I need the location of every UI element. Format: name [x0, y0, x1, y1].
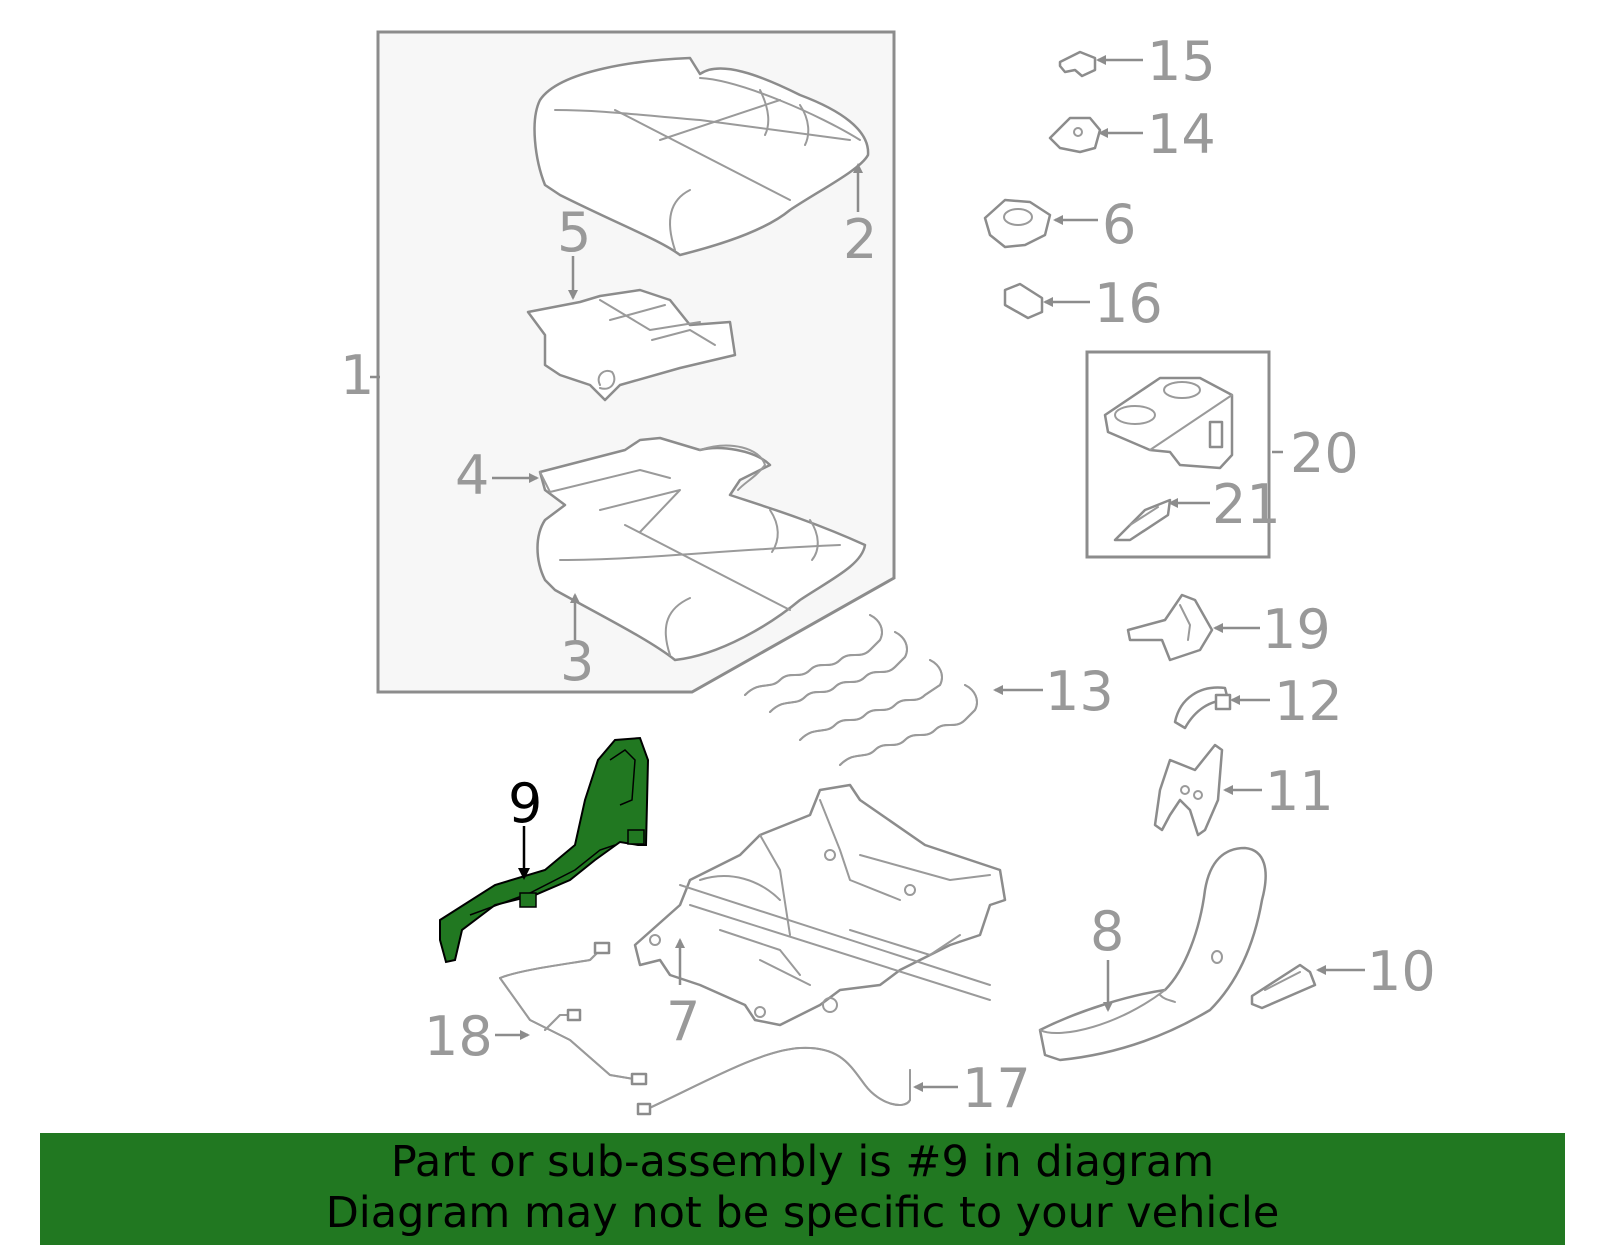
callout-6: 6 — [1102, 193, 1136, 256]
callout-17: 17 — [962, 1057, 1031, 1120]
callout-2: 2 — [843, 208, 877, 271]
callout-20: 20 — [1290, 422, 1359, 485]
callout-13: 13 — [1045, 660, 1114, 723]
part-19-hinge — [1126, 593, 1214, 662]
callout-9: 9 — [508, 772, 542, 835]
callout-4: 4 — [455, 444, 489, 507]
part-11-bracket — [1153, 743, 1224, 837]
callout-5: 5 — [557, 201, 591, 264]
info-banner: Part or sub-assembly is #9 in diagram Di… — [40, 1133, 1565, 1245]
part-16-clip — [1003, 282, 1044, 320]
callout-1: 1 — [340, 344, 374, 407]
callout-11: 11 — [1265, 760, 1334, 823]
callout-15: 15 — [1147, 30, 1216, 93]
banner-line-2: Diagram may not be specific to your vehi… — [325, 1188, 1280, 1238]
part-5-seat-heater — [526, 288, 737, 402]
callout-21: 21 — [1212, 473, 1281, 536]
callout-10: 10 — [1367, 940, 1436, 1003]
part-6-holder — [983, 198, 1052, 249]
callout-3: 3 — [560, 630, 594, 693]
part-7-seat-track — [633, 783, 1007, 1027]
part-13-springs — [744, 614, 978, 766]
callout-14: 14 — [1147, 103, 1216, 166]
part-9-side-shield-highlighted — [439, 736, 650, 964]
callout-16: 16 — [1094, 272, 1163, 335]
part-12-cover — [1173, 686, 1232, 730]
callout-7: 7 — [666, 990, 700, 1053]
part-4-heater-pad — [536, 436, 867, 662]
part-17-cable — [636, 1046, 911, 1116]
banner-line-1: Part or sub-assembly is #9 in diagram — [390, 1137, 1215, 1187]
callout-19: 19 — [1262, 598, 1331, 661]
callout-8: 8 — [1090, 900, 1124, 963]
part-18-harness — [499, 941, 648, 1086]
part-20-cup-holder-box — [1085, 350, 1283, 559]
part-10-handle — [1250, 963, 1317, 1010]
callout-18: 18 — [424, 1005, 493, 1068]
part-8-side-shield — [1038, 846, 1267, 1062]
part-2-seat-cover — [533, 56, 870, 257]
part-15-clip — [1058, 50, 1097, 78]
callout-12: 12 — [1274, 670, 1343, 733]
part-14-clip — [1048, 116, 1102, 154]
